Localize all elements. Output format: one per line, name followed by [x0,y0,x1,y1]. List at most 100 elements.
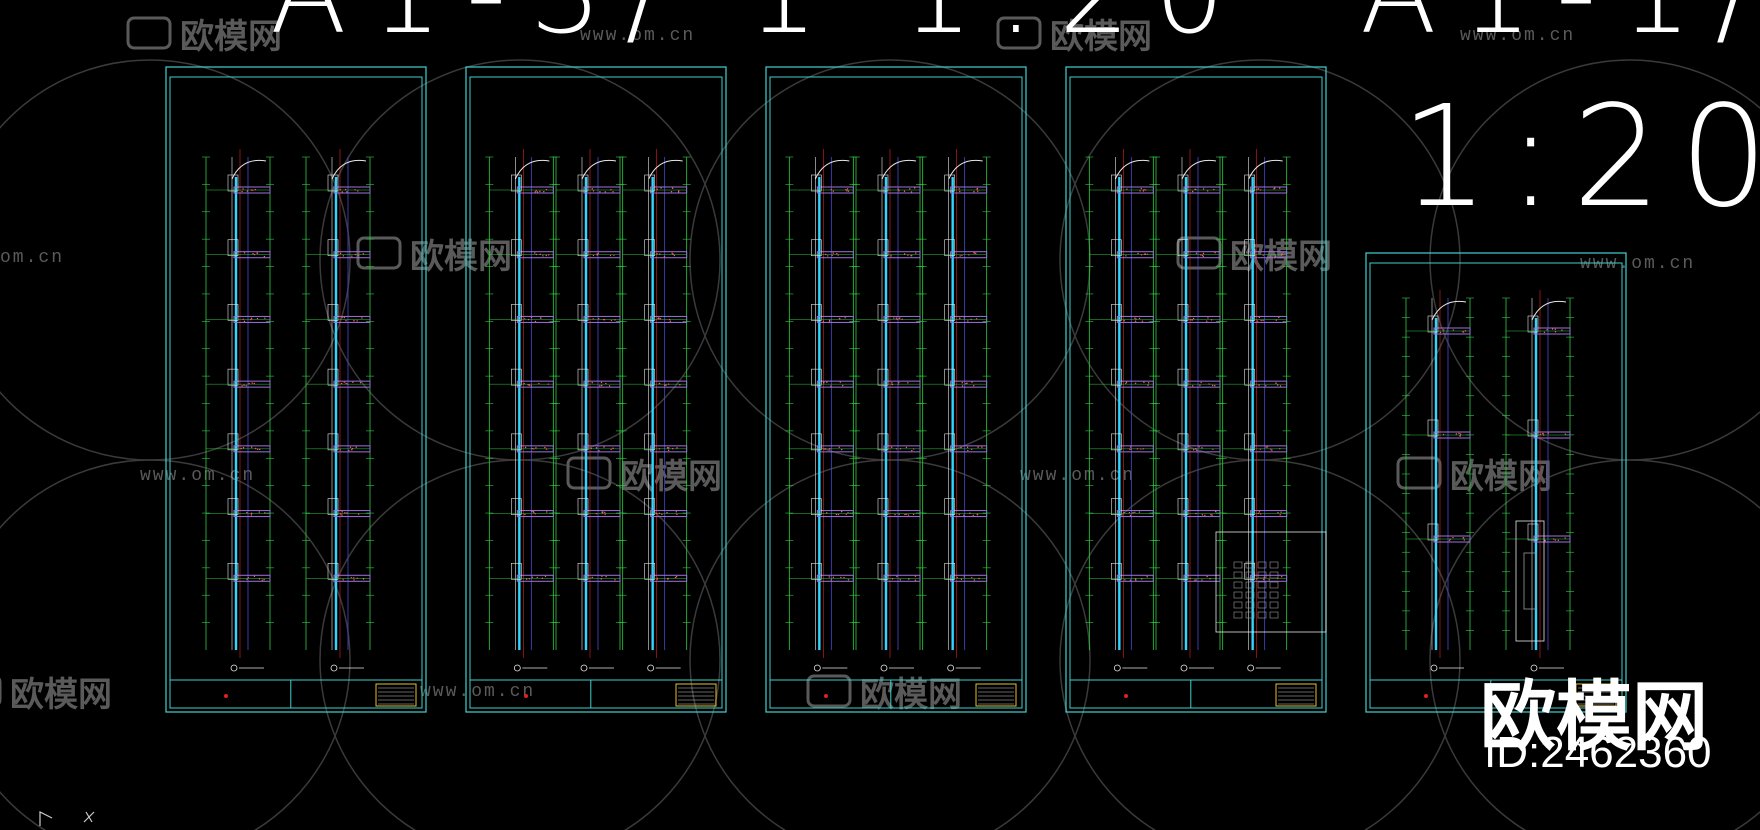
grille-cell [1257,571,1267,579]
concrete-hatch [1204,514,1206,517]
concrete-hatch [1138,511,1141,513]
concrete-hatch [264,317,266,319]
concrete-hatch [352,381,354,384]
parapet-cap [231,159,267,180]
concrete-hatch [898,381,900,384]
concrete-hatch [539,253,541,255]
concrete-hatch [915,252,917,254]
concrete-hatch [242,188,244,190]
concrete-hatch [1129,446,1132,448]
concrete-hatch [665,384,667,386]
title-block-stamp [1275,683,1317,707]
concrete-hatch [1462,331,1464,333]
concrete-hatch [898,190,900,192]
wall-section-detail [552,149,624,672]
ucs-icon [39,811,95,826]
concrete-hatch [846,188,849,190]
concrete-hatch [973,384,975,387]
concrete-hatch [1554,539,1557,541]
concrete-hatch [1144,189,1147,191]
concrete-hatch [534,252,536,254]
concrete-hatch [1544,540,1546,542]
concrete-hatch [524,446,527,449]
concrete-hatch [1543,331,1546,334]
bracket-detail [1427,523,1439,541]
bracket-detail [577,239,589,257]
concrete-hatch [343,381,345,383]
concrete-hatch [1130,448,1132,451]
concrete-hatch [910,191,913,193]
concrete-hatch [1260,513,1262,515]
concrete-hatch [968,254,970,256]
bracket-detail [944,562,955,580]
concrete-hatch [1140,187,1143,190]
grille-cell [1245,591,1255,599]
concrete-hatch [1202,255,1205,258]
concrete-hatch [1146,253,1149,256]
concrete-hatch [610,448,612,451]
concrete-hatch [242,318,244,320]
concrete-hatch [344,512,346,514]
bracket-detail [1111,239,1122,257]
concrete-hatch [1206,190,1209,192]
drawing-sheet [165,66,427,713]
concrete-hatch [349,446,352,448]
concrete-hatch [1147,384,1149,386]
concrete-hatch [351,449,353,451]
column-inlay [1523,552,1537,610]
watermark-sofa-icon [126,16,172,50]
grille-panel-frame [1215,531,1327,633]
concrete-hatch [1263,578,1265,581]
concrete-hatch [1553,538,1555,540]
concrete-hatch [676,513,678,516]
concrete-hatch [600,578,602,580]
concrete-hatch [675,511,678,513]
concrete-hatch [970,318,972,321]
concrete-hatch [907,254,909,256]
concrete-hatch [669,320,672,322]
concrete-hatch [960,578,963,581]
concrete-hatch [1262,254,1264,256]
title-block-stamp [375,683,417,707]
concrete-hatch [610,319,613,322]
concrete-hatch [342,579,344,581]
concrete-hatch [1214,510,1217,513]
concrete-hatch [241,190,243,193]
concrete-hatch [1201,514,1204,516]
concrete-hatch [658,317,660,319]
bracket-detail [944,498,955,515]
concrete-hatch [355,446,357,448]
bracket-detail [811,498,822,515]
title-block-stamp [675,683,717,707]
concrete-hatch [823,381,825,383]
concrete-hatch [958,513,960,516]
concrete-hatch [591,576,593,579]
concrete-hatch [899,579,902,581]
wall-section-detail [618,149,691,672]
section-label-marker [1180,664,1188,672]
concrete-hatch [1134,382,1137,385]
concrete-hatch [346,191,348,193]
title-block-mark [824,694,828,698]
bracket-detail [1527,419,1539,437]
concrete-hatch [1141,320,1144,322]
concrete-hatch [977,446,979,448]
concrete-hatch [523,382,525,385]
concrete-hatch [1256,320,1259,322]
concrete-hatch [613,254,615,256]
concrete-hatch [1201,579,1203,581]
watermark-url: www.om.cn [1020,466,1135,486]
concrete-hatch [826,512,828,514]
section-label-marker [330,664,338,672]
grille-cell [1269,581,1279,589]
watermark-brand: 欧模网 [860,675,962,715]
concrete-hatch [845,513,847,515]
bracket-detail [1427,419,1439,437]
concrete-hatch [256,252,259,255]
concrete-hatch [609,254,612,257]
concrete-hatch [1452,329,1455,331]
concrete-hatch [524,513,526,516]
bracket-detail [1111,562,1122,580]
concrete-hatch [666,512,668,514]
